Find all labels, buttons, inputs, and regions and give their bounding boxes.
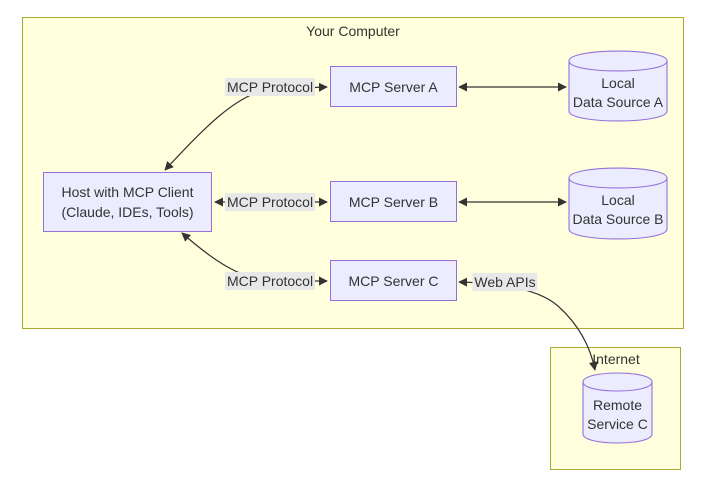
node-mcp-server-b-label: MCP Server B — [348, 193, 439, 210]
node-mcp-server-c: MCP Server C — [330, 260, 457, 301]
edge-host-server-a — [164, 82, 328, 171]
remote-service-c-line1: Remote — [592, 397, 643, 413]
node-mcp-server-b: MCP Server B — [330, 181, 457, 222]
data-source-a-line2: Data Source A — [572, 94, 664, 110]
database-cylinder-a — [568, 50, 668, 122]
edge-label-mcp-protocol-b: MCP Protocol — [224, 193, 316, 211]
cylinder-rim — [568, 177, 668, 189]
edge-server-c-remote — [458, 277, 598, 371]
data-source-b-line1: Local — [601, 192, 635, 208]
cylinder-body — [568, 167, 668, 240]
node-local-data-source-b: Local Data Source B — [569, 191, 667, 229]
data-source-b-line2: Data Source B — [572, 211, 664, 227]
remote-service-c-line2: Service C — [587, 416, 648, 432]
node-local-data-source-a: Local Data Source A — [569, 74, 667, 112]
node-mcp-server-c-label: MCP Server C — [348, 272, 439, 289]
cylinder-rim — [568, 60, 668, 72]
cylinder-body — [582, 372, 653, 444]
edge-label-web-apis: Web APIs — [472, 273, 538, 291]
node-host-with-mcp-client: Host with MCP Client (Claude, IDEs, Tool… — [43, 172, 212, 232]
node-mcp-server-a: MCP Server A — [330, 66, 457, 107]
node-host-line2: (Claude, IDEs, Tools) — [61, 204, 194, 220]
cylinder-rim — [582, 381, 653, 392]
database-cylinder-b — [568, 167, 668, 240]
edge-label-mcp-protocol-c: MCP Protocol — [224, 272, 316, 290]
node-mcp-server-a-label: MCP Server A — [349, 78, 438, 95]
data-source-a-line1: Local — [601, 75, 635, 91]
edge-label-mcp-protocol-a: MCP Protocol — [224, 78, 316, 96]
cluster-label-your-computer: Your Computer — [306, 23, 400, 39]
node-host-line1: Host with MCP Client — [61, 184, 194, 200]
cluster-label-internet: Internet — [592, 351, 640, 367]
node-remote-service-c: Remote Service C — [583, 396, 652, 434]
database-cylinder-remote-c — [582, 372, 653, 444]
cylinder-body — [568, 50, 668, 122]
